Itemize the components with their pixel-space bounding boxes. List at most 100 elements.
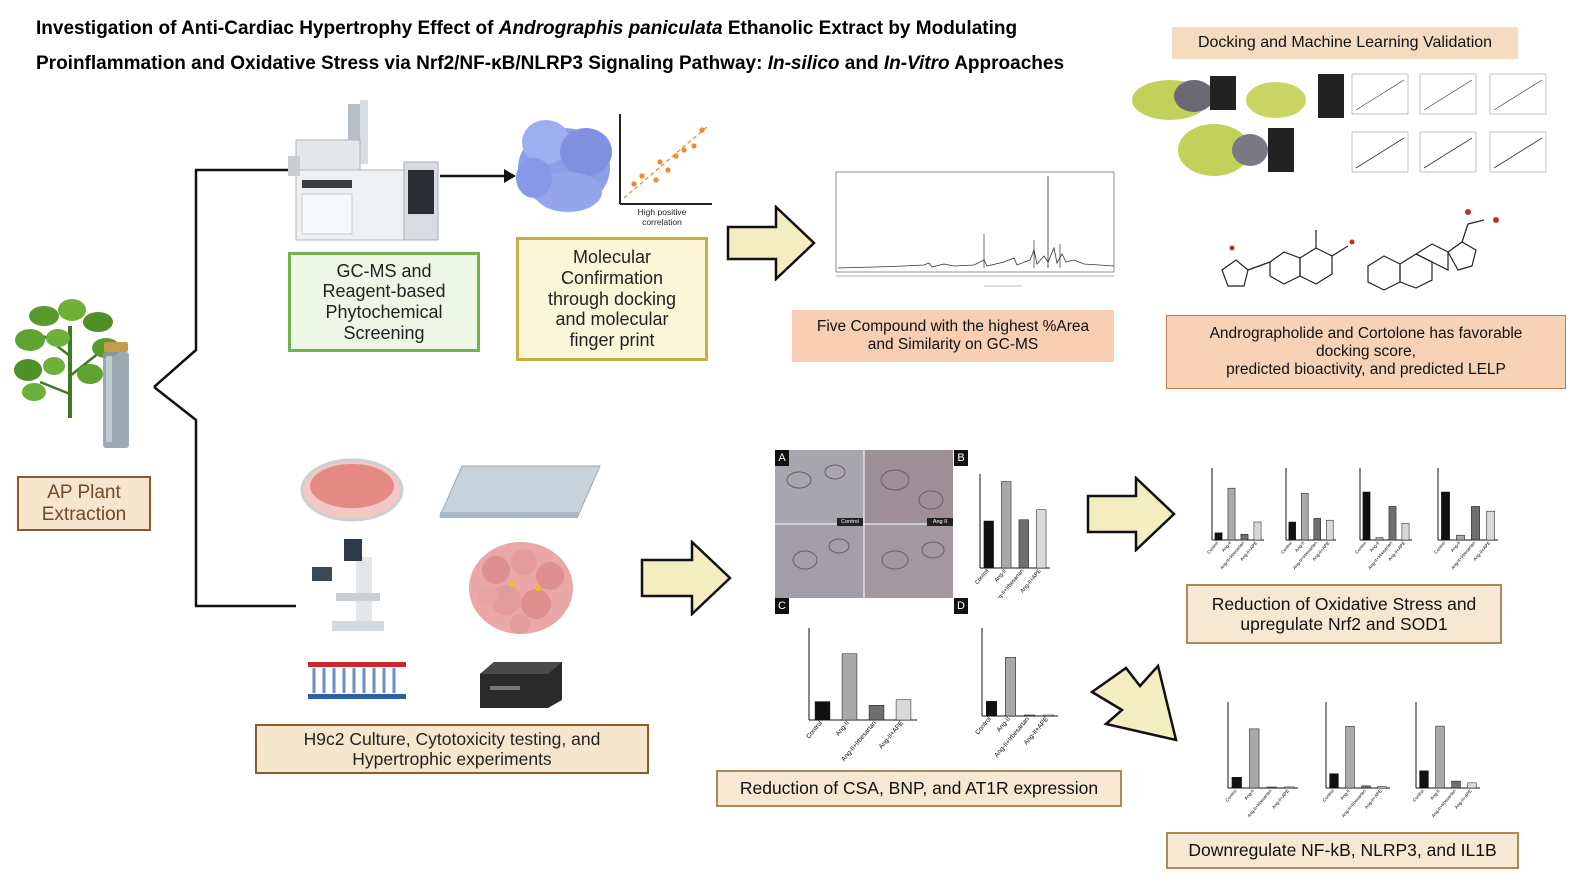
plant-box-line: AP Plant [47, 481, 121, 503]
category-label: Ang-II [1429, 788, 1441, 800]
oxidative-line: Reduction of Oxidative Stress and [1211, 593, 1477, 614]
docking-result-line: docking score, [1316, 343, 1416, 361]
title-text: Approaches [949, 53, 1065, 74]
cell-cluster-icon [469, 542, 573, 634]
gcms-result-line: and Similarity on GC-MS [867, 336, 1039, 353]
bar [1451, 780, 1461, 789]
category-label: Ang-II+APE [878, 719, 906, 750]
gcms-screening-box: GC-MS and Reagent-based Phytochemical Sc… [288, 252, 480, 352]
bar [1231, 777, 1242, 789]
csa-box-text: Reduction of CSA, BNP, and AT1R expressi… [739, 778, 1099, 799]
title-text: Proinflammation and Oxidative Stress via… [36, 53, 768, 74]
protein-icon [516, 120, 612, 212]
oxidative-line: upregulate Nrf2 and SOD1 [1240, 614, 1448, 634]
category-label: Control [974, 715, 993, 736]
category-label: Ang-II [1243, 788, 1255, 800]
category-label: Control [805, 719, 824, 740]
plate-reader-icon [480, 662, 562, 708]
correlation-label: High positive correlation [630, 207, 694, 228]
category-label: Control [1354, 540, 1367, 554]
scatter-thumbnails [1351, 73, 1547, 173]
bar [1345, 726, 1355, 789]
microscope-icon [312, 539, 384, 631]
title-line-1: Investigation of Anti-Cardiac Hypertroph… [36, 18, 1017, 40]
bar [1361, 785, 1371, 789]
flow-arrow-diagonal [1089, 663, 1178, 742]
bar [1288, 521, 1296, 541]
gcms-chromatogram [835, 171, 1115, 287]
culture-box-line: Hypertrophic experiments [352, 749, 552, 769]
category-label: Ang-II [1339, 788, 1351, 800]
molecular-box-text: Molecular Confirmation through docking a… [547, 247, 677, 351]
correlation-label-line: correlation [642, 216, 682, 227]
plant-box-line: Extraction [41, 503, 127, 525]
bar [1313, 518, 1321, 541]
title-text: and [839, 53, 884, 74]
bar [1375, 537, 1384, 541]
bar [1284, 786, 1295, 789]
category-label: Control [1206, 540, 1219, 554]
title-line-2: Proinflammation and Oxidative Stress via… [36, 53, 1064, 75]
bar [1005, 657, 1016, 717]
gcms-instrument-icon [288, 100, 439, 241]
bar [1471, 506, 1480, 541]
title-italic-invitro: In-Vitro [883, 53, 950, 74]
flow-arrow-small [440, 169, 516, 183]
culture-box-line: H9c2 Culture, Cytotoxicity testing, and [303, 728, 601, 749]
bar [1486, 510, 1495, 541]
petri-dish-icon [300, 458, 404, 522]
bar [1266, 786, 1277, 789]
bar [983, 520, 994, 569]
micrograph-label-angii: Ang II [932, 519, 948, 525]
bar [814, 701, 831, 721]
bar [1301, 492, 1309, 541]
bar [1227, 487, 1236, 541]
bar [1024, 714, 1035, 717]
title-text: Ethanolic Extract by Modulating [722, 18, 1018, 39]
category-label: Control [1412, 788, 1425, 802]
category-label: Ang-II [835, 720, 852, 738]
bar [1214, 532, 1223, 541]
title-text: Investigation of Anti-Cardiac Hypertroph… [36, 18, 499, 39]
bar [1001, 481, 1012, 569]
docking-result-line: Andrographolide and Cortolone has favora… [1209, 325, 1523, 343]
bar [1326, 519, 1334, 541]
correlation-plot-icon [619, 114, 712, 205]
molecular-confirmation-box: Molecular Confirmation through docking a… [516, 237, 708, 361]
bar [1362, 491, 1371, 541]
category-label: Ang-II [1450, 540, 1462, 552]
docking-header-text: Docking and Machine Learning Validation [1197, 33, 1493, 51]
nfkb-result-box: Downregulate NF-kB, NLRP3, and IL1B [1166, 832, 1519, 869]
bar [1036, 509, 1047, 569]
docking-result-box: Andrographolide and Cortolone has favora… [1166, 315, 1566, 389]
category-label: Ang-II [1294, 540, 1306, 552]
category-label: Control [1322, 788, 1335, 802]
title-italic-insilico: In-silico [767, 53, 840, 74]
dna-icon [308, 662, 406, 699]
category-label: Ang-II [996, 716, 1013, 734]
category-label: Ang-II [1221, 540, 1233, 552]
flow-arrow-large [726, 205, 816, 281]
micrograph-panel: A Control Ang II [775, 450, 953, 598]
category-label: Control [1280, 540, 1293, 554]
bar [1253, 521, 1262, 541]
